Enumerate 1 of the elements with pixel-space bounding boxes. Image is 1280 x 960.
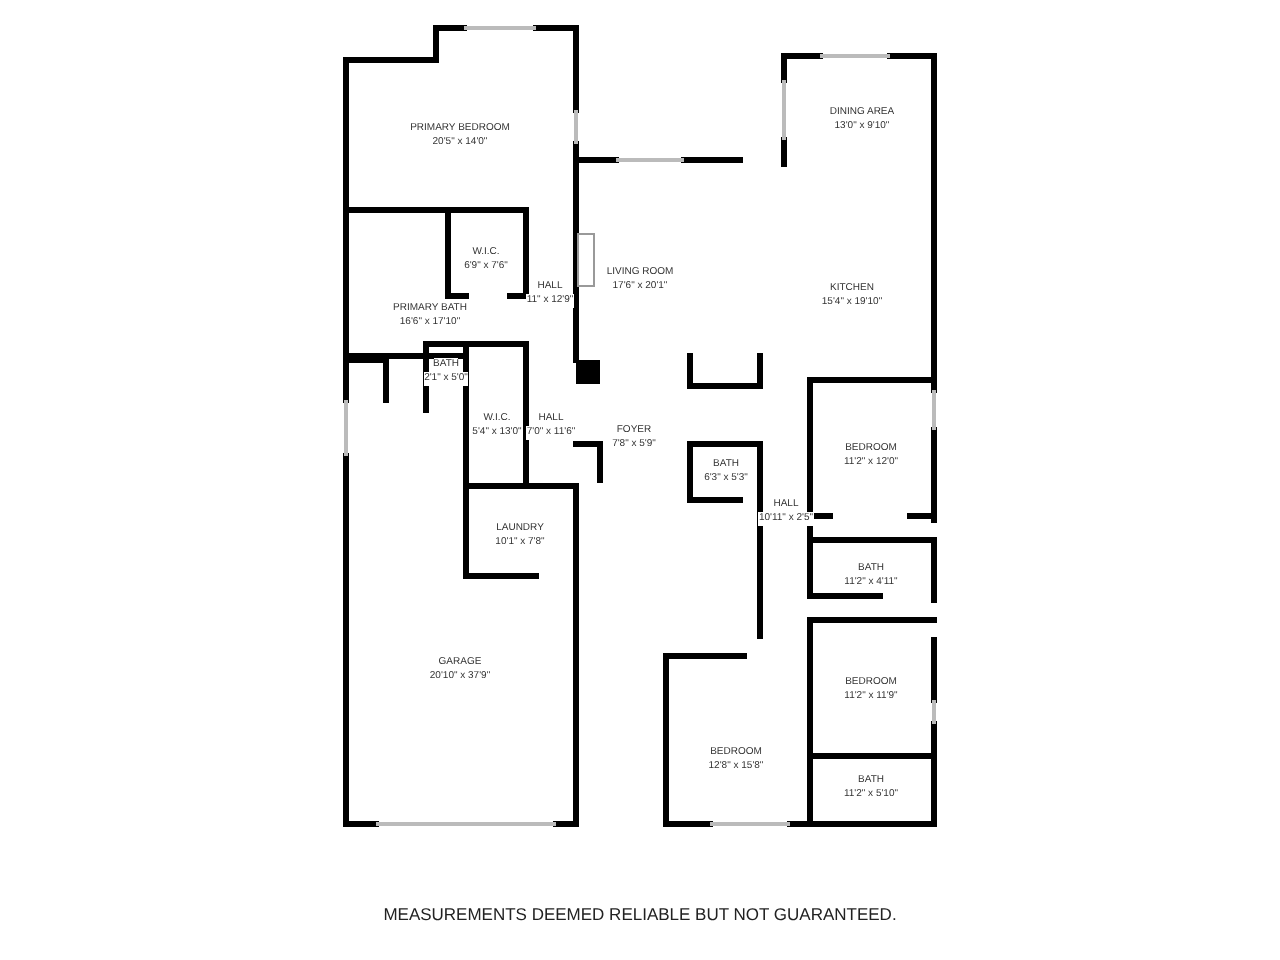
disclaimer-note: MEASUREMENTS DEEMED RELIABLE BUT NOT GUARANTEED. (381, 904, 899, 924)
